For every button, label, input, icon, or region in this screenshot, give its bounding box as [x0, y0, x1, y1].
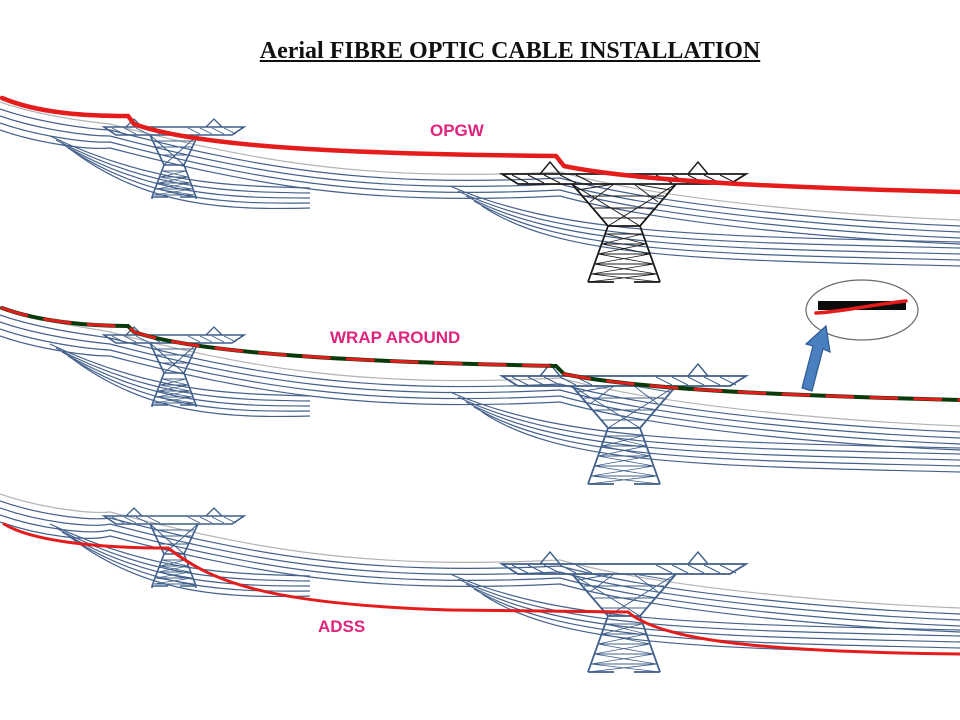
conductor-line: [0, 514, 960, 627]
conductor-sag: [55, 139, 311, 194]
conductor-sag: [473, 406, 960, 467]
adss-fibre-cable: [2, 522, 960, 656]
conductor-sag: [49, 135, 311, 189]
callout-arrow: [801, 324, 831, 392]
conductor-sag: [481, 593, 960, 655]
conductor-line: [0, 314, 960, 433]
adss-label: ADSS: [318, 617, 366, 636]
conductor-line: [0, 493, 960, 609]
wrap-around-fibre-cable: [0, 306, 960, 402]
conductor-sag: [481, 205, 960, 267]
opgw-panel: [0, 95, 960, 283]
conductor-sag: [473, 200, 960, 261]
conductor-sag: [481, 411, 960, 473]
opgw-fibre-cable: [0, 95, 960, 195]
wrap-around-panel: [0, 279, 960, 485]
conductor-sag: [49, 343, 311, 397]
conductor-sag: [61, 143, 311, 199]
conductor-line: [0, 307, 960, 427]
conductor-sag: [449, 185, 960, 243]
conductor-line: [0, 115, 960, 233]
wrap-around-small-tower: [103, 326, 245, 408]
opgw-small-tower: [103, 118, 245, 200]
conductor-line: [0, 108, 960, 227]
conductor-line: [0, 101, 960, 221]
conductor-line: [0, 129, 960, 245]
conductor-line: [0, 328, 960, 445]
wrap-around-conductors: [0, 307, 960, 473]
page-title: Aerial FIBRE OPTIC CABLE INSTALLATION: [259, 38, 761, 64]
conductor-line: [0, 122, 960, 239]
adss-panel: [0, 493, 960, 673]
opgw-conductors: [0, 101, 960, 267]
conductor-line: [0, 335, 960, 451]
opgw-label: OPGW: [430, 121, 484, 140]
conductor-sag: [73, 151, 311, 210]
conductor-sag: [449, 391, 960, 449]
conductor-sag: [67, 355, 311, 412]
conductor-sag: [67, 147, 311, 204]
conductor-line: [0, 321, 960, 439]
conductor-sag: [55, 347, 311, 402]
magnified-fibre-wrap: [814, 299, 908, 315]
conductor-sag: [61, 351, 311, 407]
conductor-sag: [465, 195, 960, 255]
conductor-sag: [457, 190, 960, 249]
conductor-sag: [73, 539, 311, 598]
conductor-sag: [449, 573, 960, 631]
conductor-sag: [457, 396, 960, 455]
conductor-sag: [73, 359, 311, 418]
conductor-line: [0, 507, 960, 621]
conductor-sag: [49, 523, 311, 577]
conductor-line: [0, 500, 960, 615]
adss-conductors: [0, 493, 960, 655]
conductor-sag: [473, 588, 960, 649]
conductor-line: [0, 521, 960, 633]
conductor-sag: [465, 583, 960, 643]
conductor-sag: [465, 401, 960, 461]
wrap-around-label: WRAP AROUND: [330, 328, 461, 347]
